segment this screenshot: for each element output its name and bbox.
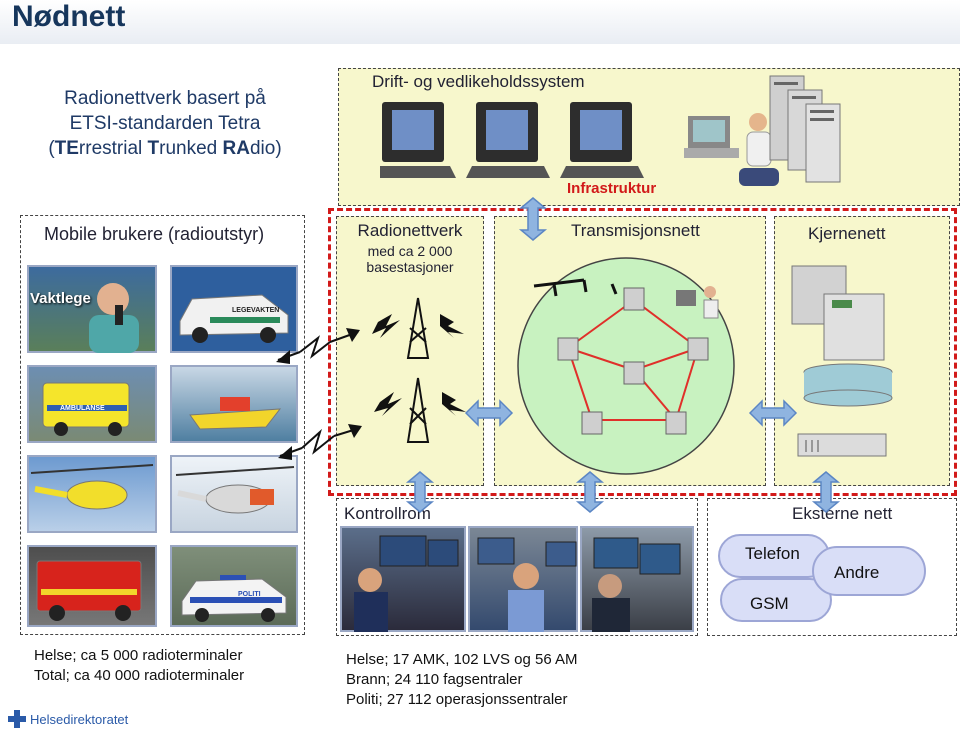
operator-icon [684, 113, 779, 186]
transmission-ring [517, 257, 735, 475]
control-room-operators-icon [354, 535, 681, 632]
doctor-car-icon [179, 294, 289, 343]
intro-line-1: Radionettverk basert på [64, 88, 266, 109]
helsedirektoratet-logo-icon [8, 710, 26, 728]
rescue-helicopter-icon [175, 466, 295, 514]
telefon-label: Telefon [745, 544, 800, 563]
logo-text: Helsedirektoratet [30, 712, 129, 727]
mobile-users-title: Mobile brukere (radioutstyr) [44, 224, 265, 244]
mobile-users-box [20, 215, 305, 635]
arrow-transmission-core [748, 399, 798, 427]
drift-label: Drift- og vedlikeholdssystem [372, 72, 585, 91]
stats-right-line-2: Brann; 24 110 fagsentraler [346, 671, 523, 688]
radio-network-sub-2: basestasjoner [366, 259, 454, 275]
workstations-icon [380, 102, 644, 178]
intro-line-3: (TErrestrial Trunked RAdio) [48, 138, 282, 159]
radio-network-text: Radionettverk med ca 2 000 basestasjoner [336, 221, 484, 275]
intro-text: Radionettverk basert på ETSI-standarden … [20, 86, 310, 161]
transmission-label: Transmisjonsnett [571, 221, 700, 240]
yellow-helicopter-icon [30, 464, 154, 510]
stats-right: Helse; 17 AMK, 102 LVS og 56 AM Brann; 2… [346, 650, 578, 710]
infrastruktur-label: Infrastruktur [567, 180, 657, 197]
vaktlege-label: Vaktlege [30, 290, 91, 307]
intro-line-2: ETSI-standarden Tetra [69, 113, 261, 134]
arrow-infra-control-1 [405, 471, 435, 513]
police-car-icon [181, 575, 287, 622]
stats-right-line-1: Helse; 17 AMK, 102 LVS og 56 AM [346, 651, 578, 668]
core-network-label: Kjernenett [808, 224, 886, 243]
servers-icon [769, 75, 841, 183]
andre-cloud [812, 546, 926, 596]
fire-truck-icon [36, 560, 142, 621]
andre-label: Andre [834, 563, 880, 582]
ambulance-sign: AMBULANSE [60, 405, 105, 412]
stats-left-line-2: Total; ca 40 000 radioterminaler [34, 667, 245, 684]
ambulance-icon [42, 382, 130, 436]
doctor-figure-icon [89, 283, 139, 353]
gsm-label: GSM [750, 594, 789, 613]
radio-network-sub-1: med ca 2 000 [367, 243, 453, 259]
arrow-radio-transmission [464, 399, 514, 427]
arrow-infra-external [811, 471, 841, 513]
stats-left: Helse; ca 5 000 radioterminaler Total; c… [34, 646, 244, 686]
page-title: Nødnett [12, 0, 126, 33]
gsm-cloud [720, 578, 832, 622]
core-equipment-icon [791, 265, 893, 457]
police-car-sign: POLITI [238, 591, 261, 598]
external-networks-box [707, 498, 957, 636]
doctor-car-sign: LEGEVAKTEN [232, 307, 280, 314]
boat-icon [189, 397, 282, 430]
control-room-box [336, 498, 698, 636]
arrow-drift-infra [518, 197, 548, 241]
title-bar [0, 0, 960, 44]
stats-right-line-3: Politi; 27 112 operasjonssentraler [346, 691, 568, 708]
base-station-masts-icon [372, 297, 466, 443]
stats-left-line-1: Helse; ca 5 000 radioterminaler [34, 647, 243, 664]
infrastructure-box [328, 208, 957, 496]
telefon-cloud [718, 534, 830, 578]
radio-network-title: Radionettverk [357, 221, 463, 240]
external-networks-label: Eksterne nett [792, 504, 893, 523]
control-room-label: Kontrollrom [344, 504, 431, 523]
arrow-infra-control-2 [575, 471, 605, 513]
